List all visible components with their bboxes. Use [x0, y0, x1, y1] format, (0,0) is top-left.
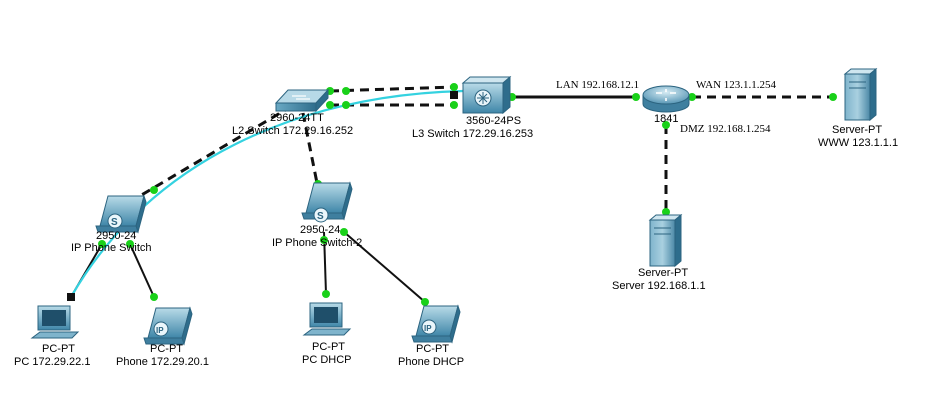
port-led [126, 240, 134, 248]
port-led [322, 290, 330, 298]
l2-switch-name-label: L2 Switch 172.29.16.252 [232, 125, 353, 137]
ip-phone-switch-icon: S [95, 194, 147, 234]
pc-dhcp-name-label: PC DHCP [302, 354, 352, 366]
phone1-device[interactable]: IP PC-PT Phone 172.29.20.1 [116, 306, 209, 368]
dmz-server-device[interactable]: Server-PT Server 192.168.1.1 [612, 213, 706, 292]
phone-dhcp-model-label: PC-PT [416, 343, 449, 355]
ip-phone-switch-model-label: 2950-24 [96, 230, 136, 242]
pc1-device[interactable]: PC-PT PC 172.29.22.1 [14, 305, 90, 368]
pc1-model-label: PC-PT [42, 343, 75, 355]
link-l2-l3-a[interactable] [329, 85, 456, 93]
port-indicators [67, 83, 837, 306]
phone-dhcp-device[interactable]: IP PC-PT Phone DHCP [398, 304, 464, 368]
port-led [98, 240, 106, 248]
workgroup-switch-icon [274, 88, 330, 113]
port-led [662, 121, 670, 129]
ip-phone-switch-device[interactable]: S 2950-24 IP Phone Switch [71, 194, 152, 254]
pc-icon [30, 305, 80, 339]
port-led-blocked [67, 293, 75, 301]
console-cable[interactable] [70, 89, 464, 298]
link-ipphoneswitch2-phonedhcp[interactable] [343, 231, 426, 303]
links [70, 85, 833, 303]
port-led [450, 83, 458, 91]
port-led [340, 228, 348, 236]
port-led-blocked [450, 91, 458, 99]
port-led [688, 93, 696, 101]
www-server-device[interactable]: Server-PT WWW 123.1.1.1 [818, 67, 898, 149]
pc-icon [302, 302, 352, 336]
dmz-interface-label: DMZ 192.168.1.254 [680, 123, 771, 135]
port-led [632, 93, 640, 101]
port-led [150, 186, 158, 194]
link-ipphoneswitch-phone1[interactable] [129, 243, 155, 298]
phone-dhcp-name-label: Phone DHCP [398, 356, 464, 368]
server-icon [843, 67, 878, 122]
svg-text:IP: IP [156, 326, 164, 335]
l2-switch-model-label: 2960-24TT [270, 112, 324, 124]
ip-phone-icon: IP [411, 304, 461, 344]
port-led [342, 101, 350, 109]
router-icon [642, 85, 690, 113]
svg-text:IP: IP [424, 324, 432, 333]
ip-phone-switch-2-name-label: IP Phone Switch-2 [272, 237, 362, 249]
port-led [150, 293, 158, 301]
l2-switch-device[interactable]: 2960-24TT L2 Switch 172.29.16.252 [232, 88, 353, 137]
dmz-server-name-label: Server 192.168.1.1 [612, 280, 706, 292]
router-model-label: 1841 [654, 113, 678, 125]
ip-phone-icon: IP [143, 306, 193, 346]
port-led [320, 236, 328, 244]
l3-switch-name-label: L3 Switch 172.29.16.253 [412, 128, 533, 140]
port-led [326, 101, 334, 109]
pc-dhcp-device[interactable]: PC-PT PC DHCP [302, 302, 352, 366]
phone1-name-label: Phone 172.29.20.1 [116, 356, 209, 368]
dmz-server-model-label: Server-PT [638, 267, 688, 279]
multilayer-switch-icon [461, 75, 512, 115]
port-led [342, 87, 350, 95]
link-l2-ipphoneswitch2[interactable] [301, 112, 320, 189]
l3-switch-device[interactable]: 3560-24PS L3 Switch 172.29.16.253 [412, 75, 533, 140]
www-server-model-label: Server-PT [832, 124, 882, 136]
pc1-name-label: PC 172.29.22.1 [14, 356, 90, 368]
port-led [662, 208, 670, 216]
pc-dhcp-model-label: PC-PT [312, 341, 345, 353]
ip-phone-switch-2-model-label: 2950-24 [300, 224, 340, 236]
port-led [829, 93, 837, 101]
svg-text:S: S [317, 211, 324, 222]
ip-phone-switch-icon: S [301, 181, 353, 223]
port-led [421, 298, 429, 306]
ip-phone-switch-2-device[interactable]: S 2950-24 IP Phone Switch-2 [272, 181, 362, 249]
lan-interface-label: LAN 192.168.12.1 [556, 79, 639, 91]
phone1-model-label: PC-PT [150, 343, 183, 355]
svg-text:S: S [111, 217, 118, 228]
wan-interface-label: WAN 123.1.1.254 [696, 79, 777, 91]
ip-phone-switch-name-label: IP Phone Switch [71, 242, 152, 254]
server-icon [648, 213, 683, 268]
l3-switch-model-label: 3560-24PS [466, 115, 521, 127]
www-server-name-label: WWW 123.1.1.1 [818, 137, 898, 149]
port-led [450, 101, 458, 109]
router-device[interactable]: 1841 [642, 85, 690, 125]
